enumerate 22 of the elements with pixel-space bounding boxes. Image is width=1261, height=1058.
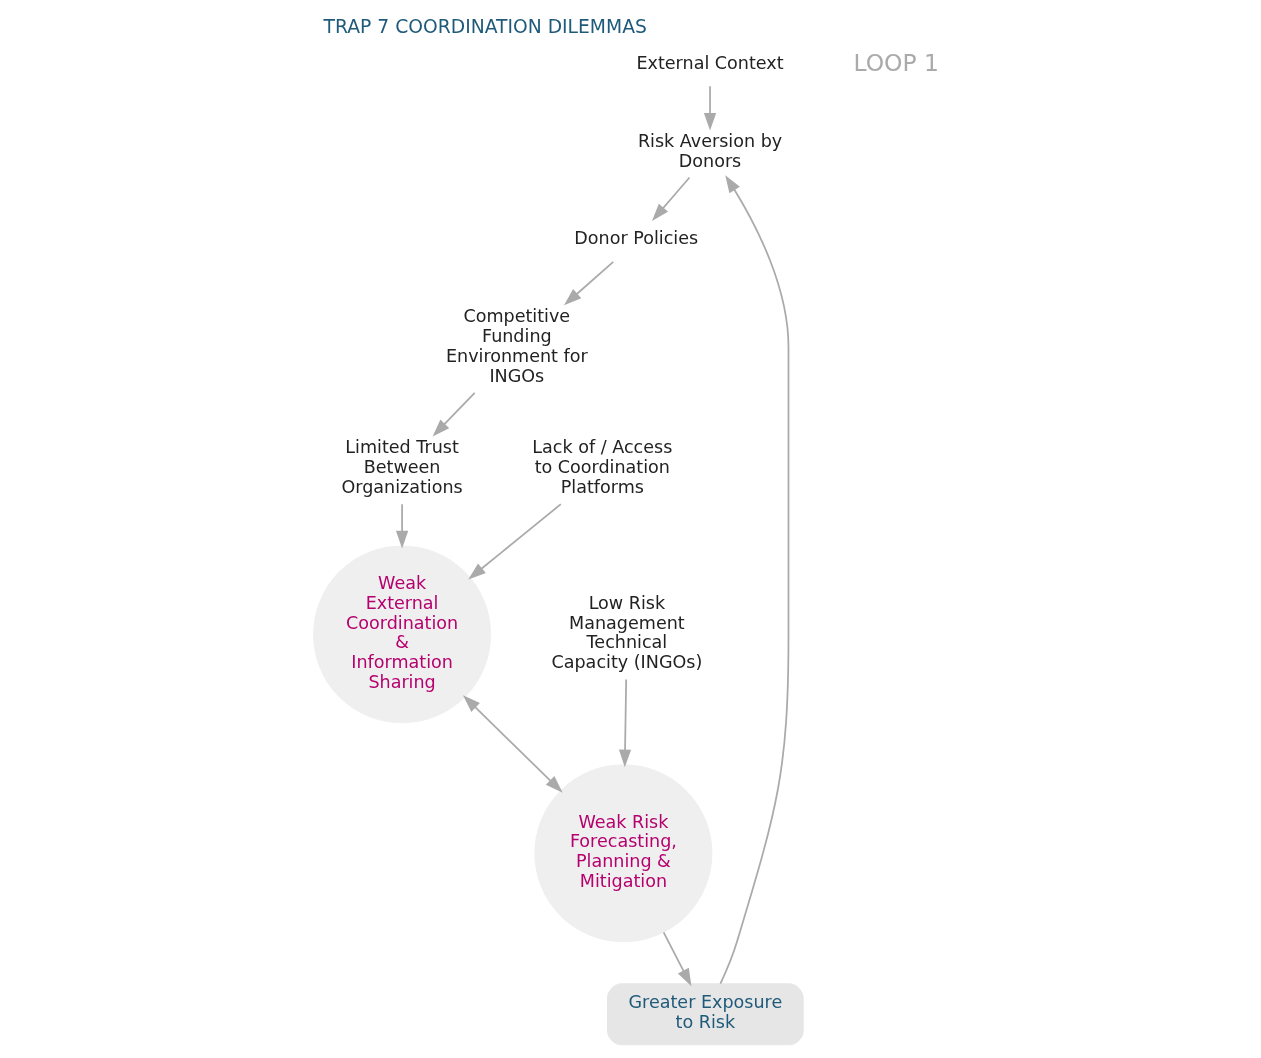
arrow [467, 503, 562, 580]
label: LOOP 1 [852, 48, 939, 77]
node-circle: Weak Risk Forecasting, Planning & Mitigation [533, 764, 712, 943]
diagram-title: TRAP 7 COORDINATION DILEMMAS [323, 15, 647, 37]
node-text: Donor Policies [573, 228, 698, 249]
node-text: Risk Aversion by Donors [637, 130, 782, 171]
arrow [395, 503, 408, 549]
arrow [662, 931, 691, 987]
arrow [563, 261, 614, 306]
node-text: Lack of / Access to Coordination Platforms [531, 437, 672, 498]
arrow [719, 175, 789, 985]
node-text: Competitive Funding Environment for INGOs [445, 306, 588, 387]
arrow [703, 85, 716, 131]
node-text: Low Risk Management Technical Capacity (INGOs) [551, 592, 702, 673]
node-circle: Weak External Coordination & Information Sharing [312, 545, 491, 724]
arrow [432, 391, 476, 437]
node-box: Greater Exposure to Risk [606, 983, 804, 1046]
node-text: External Context [635, 52, 784, 73]
arrow [651, 176, 690, 221]
arrow [462, 695, 563, 793]
node-text: Limited Trust Between Organizations [340, 437, 463, 498]
arrow [618, 678, 631, 768]
